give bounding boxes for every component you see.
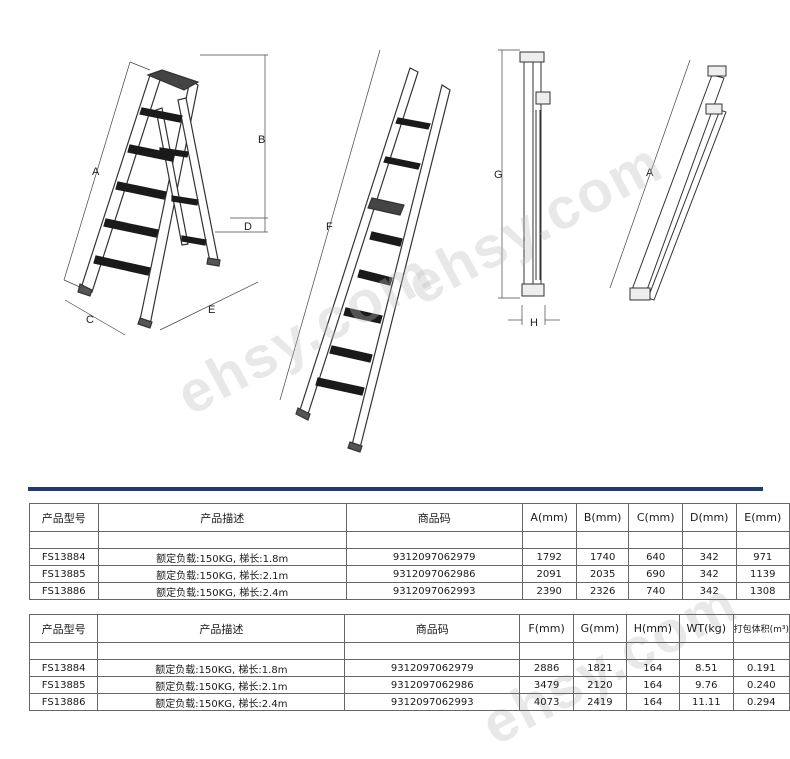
col-header: 商品码 [345,503,523,532]
cell: 额定负载:150KG, 梯长:2.4m [97,582,347,600]
dim-label-a-folded: A [646,167,654,179]
col-header: 打包体积(m³) [732,614,790,643]
cell: 9312097062986 [344,676,521,694]
table-header-row: 产品型号 产品描述 商品码 A(mm) B(mm) C(mm) D(mm) E(… [29,503,790,532]
cell: 8.51 [679,659,734,677]
cell: 3479 [519,676,575,694]
dim-label-f: F [326,221,333,233]
cell: 1792 [521,548,577,566]
table-row: FS13884 额定负载:150KG, 梯长:1.8m 931209706297… [29,548,790,566]
col-header: 商品码 [344,614,521,643]
dim-label-e: E [208,304,215,316]
col-header: A(mm) [521,503,577,532]
cell: 1308 [735,582,790,600]
table-row: FS13884 额定负载:150KG, 梯长:1.8m 931209706297… [28,659,790,677]
cell: 1139 [735,565,790,583]
dim-label-g: G [494,169,503,181]
dim-label-b: B [258,134,265,146]
cell: 342 [681,582,737,600]
cell: FS13886 [28,693,99,711]
cell: FS13884 [29,548,99,566]
cell: 9312097062993 [345,582,523,600]
cell: 2326 [575,582,630,600]
dim-label-a: A [92,166,100,178]
cell: 0.240 [732,676,790,694]
cell: 164 [625,693,681,711]
cell: 额定负载:150KG, 梯长:2.4m [97,693,346,711]
col-header: 产品描述 [97,614,346,643]
cell: 11.11 [679,693,734,711]
cell: 740 [628,582,683,600]
col-header: B(mm) [575,503,630,532]
ladder-folded-angled-figure [629,65,727,301]
cell: 9312097062986 [345,565,523,583]
spec-table-weights: 产品型号 产品描述 商品码 F(mm) G(mm) H(mm) WT(kg) 打… [28,614,790,711]
cell: 9312097062979 [345,548,523,566]
cell: 0.191 [732,659,790,677]
extension-ladder-figure [295,67,451,453]
ladder-drawings: A B D C E F [63,49,727,453]
cell: 342 [681,565,737,583]
dim-label-c: C [86,314,94,326]
cell: 2120 [573,676,627,694]
cell: 4073 [519,693,575,711]
spec-table-dimensions: 产品型号 产品描述 商品码 A(mm) B(mm) C(mm) D(mm) E(… [29,503,790,600]
cell: 640 [628,548,683,566]
cell: 1821 [573,659,627,677]
col-header: E(mm) [735,503,790,532]
cell: 164 [625,676,681,694]
table-row: FS13886 额定负载:150KG, 梯长:2.4m 931209706299… [28,693,790,711]
cell: 690 [628,565,683,583]
stepladder-open-figure [77,69,221,329]
col-header: C(mm) [628,503,683,532]
cell: 9312097062979 [344,659,521,677]
cell: 额定负载:150KG, 梯长:2.1m [97,565,347,583]
col-header: F(mm) [519,614,575,643]
cell: 0.294 [732,693,790,711]
cell: 971 [735,548,790,566]
col-header: WT(kg) [679,614,734,643]
col-header: D(mm) [681,503,737,532]
cell: FS13885 [28,676,99,694]
table-header-row: 产品型号 产品描述 商品码 F(mm) G(mm) H(mm) WT(kg) 打… [28,614,790,643]
cell: 额定负载:150KG, 梯长:2.1m [97,676,346,694]
cell: FS13885 [29,565,99,583]
table-row: FS13886 额定负载:150KG, 梯长:2.4m 931209706299… [29,582,790,600]
cell: 1740 [575,548,630,566]
cell: 9.76 [679,676,734,694]
divider-rule [28,487,763,491]
ladder-folded-side-figure [519,51,551,297]
table-row: FS13885 额定负载:150KG, 梯长:2.1m 931209706298… [29,565,790,583]
cell: 2091 [521,565,577,583]
cell: 额定负载:150KG, 梯长:1.8m [97,548,347,566]
col-header: 产品型号 [28,614,99,643]
col-header: H(mm) [625,614,681,643]
cell: 额定负载:150KG, 梯长:1.8m [97,659,346,677]
cell: FS13884 [28,659,99,677]
dim-label-d: D [244,221,252,233]
col-header: G(mm) [573,614,627,643]
cell: 2886 [519,659,575,677]
cell: FS13886 [29,582,99,600]
cell: 342 [681,548,737,566]
col-header: 产品型号 [29,503,99,532]
col-header: 产品描述 [97,503,347,532]
cell: 9312097062993 [344,693,521,711]
cell: 2035 [575,565,630,583]
cell: 164 [625,659,681,677]
dim-label-h: H [530,317,538,329]
cell: 2390 [521,582,577,600]
table-row: FS13885 额定负载:150KG, 梯长:2.1m 931209706298… [28,676,790,694]
cell: 2419 [573,693,627,711]
